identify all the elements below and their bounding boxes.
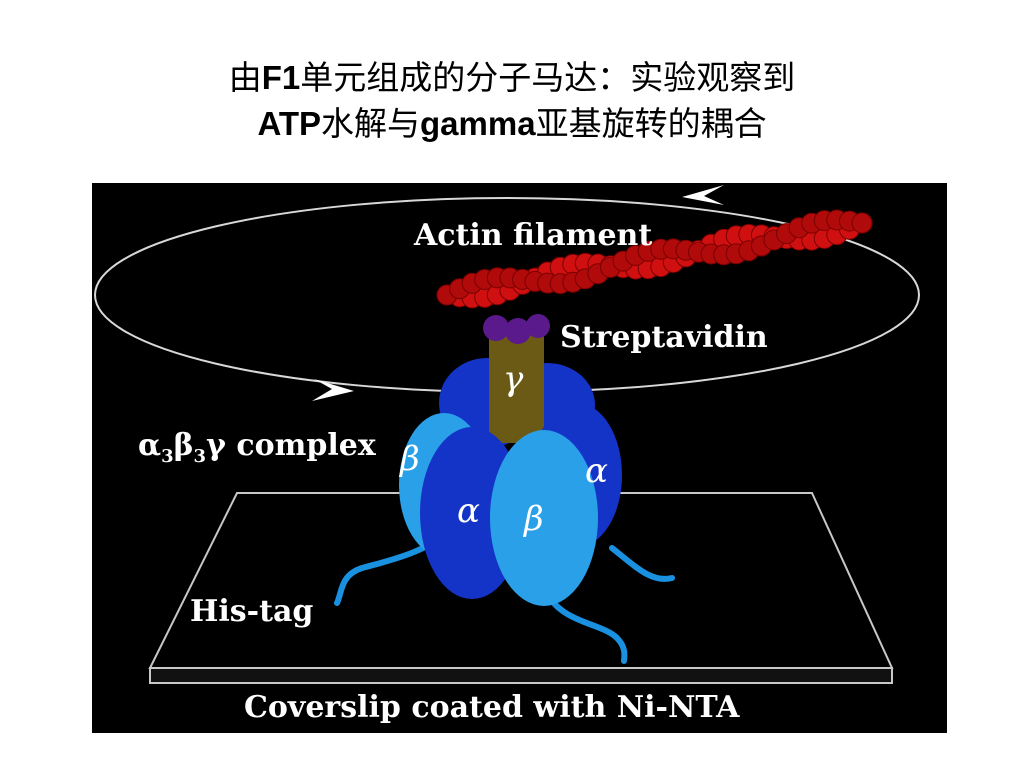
alpha-right-symbol: α bbox=[585, 451, 608, 491]
his-tag-right bbox=[609, 545, 675, 582]
rotation-arrow-bottom bbox=[312, 379, 354, 401]
beta-subunit-front bbox=[490, 430, 598, 606]
his-tag-front bbox=[544, 590, 628, 664]
actin-filament bbox=[436, 209, 873, 309]
f1-motor-diagram: Actin filament Streptavidin α3β3γ comple… bbox=[92, 183, 947, 733]
slide-title: 由F1单元组成的分子马达：实验观察到 ATP水解与gamma亚基旋转的耦合 bbox=[0, 55, 1024, 147]
label-coverslip: Coverslip coated with Ni-NTA bbox=[244, 690, 740, 725]
diagram-graphics bbox=[94, 185, 920, 684]
title-line-1: 由F1单元组成的分子马达：实验观察到 bbox=[228, 58, 796, 97]
actin-bead bbox=[851, 212, 873, 234]
alpha-front-symbol: α bbox=[457, 491, 480, 531]
coverslip-edge bbox=[149, 667, 893, 684]
label-actin-filament: Actin filament bbox=[414, 218, 653, 253]
streptavidin-2 bbox=[505, 318, 531, 344]
label-a3b3g-complex: α3β3γ complex bbox=[138, 428, 376, 468]
beta-left-symbol: β bbox=[400, 439, 420, 479]
streptavidin-3 bbox=[526, 314, 550, 338]
gamma-symbol: γ bbox=[503, 359, 524, 399]
title-line-2: ATP水解与gamma亚基旋转的耦合 bbox=[257, 104, 767, 143]
rotation-arrow-top bbox=[682, 185, 724, 205]
label-his-tag: His-tag bbox=[190, 594, 314, 629]
label-streptavidin: Streptavidin bbox=[560, 320, 768, 355]
streptavidin-1 bbox=[483, 315, 509, 341]
beta-front-symbol: β bbox=[524, 499, 544, 539]
